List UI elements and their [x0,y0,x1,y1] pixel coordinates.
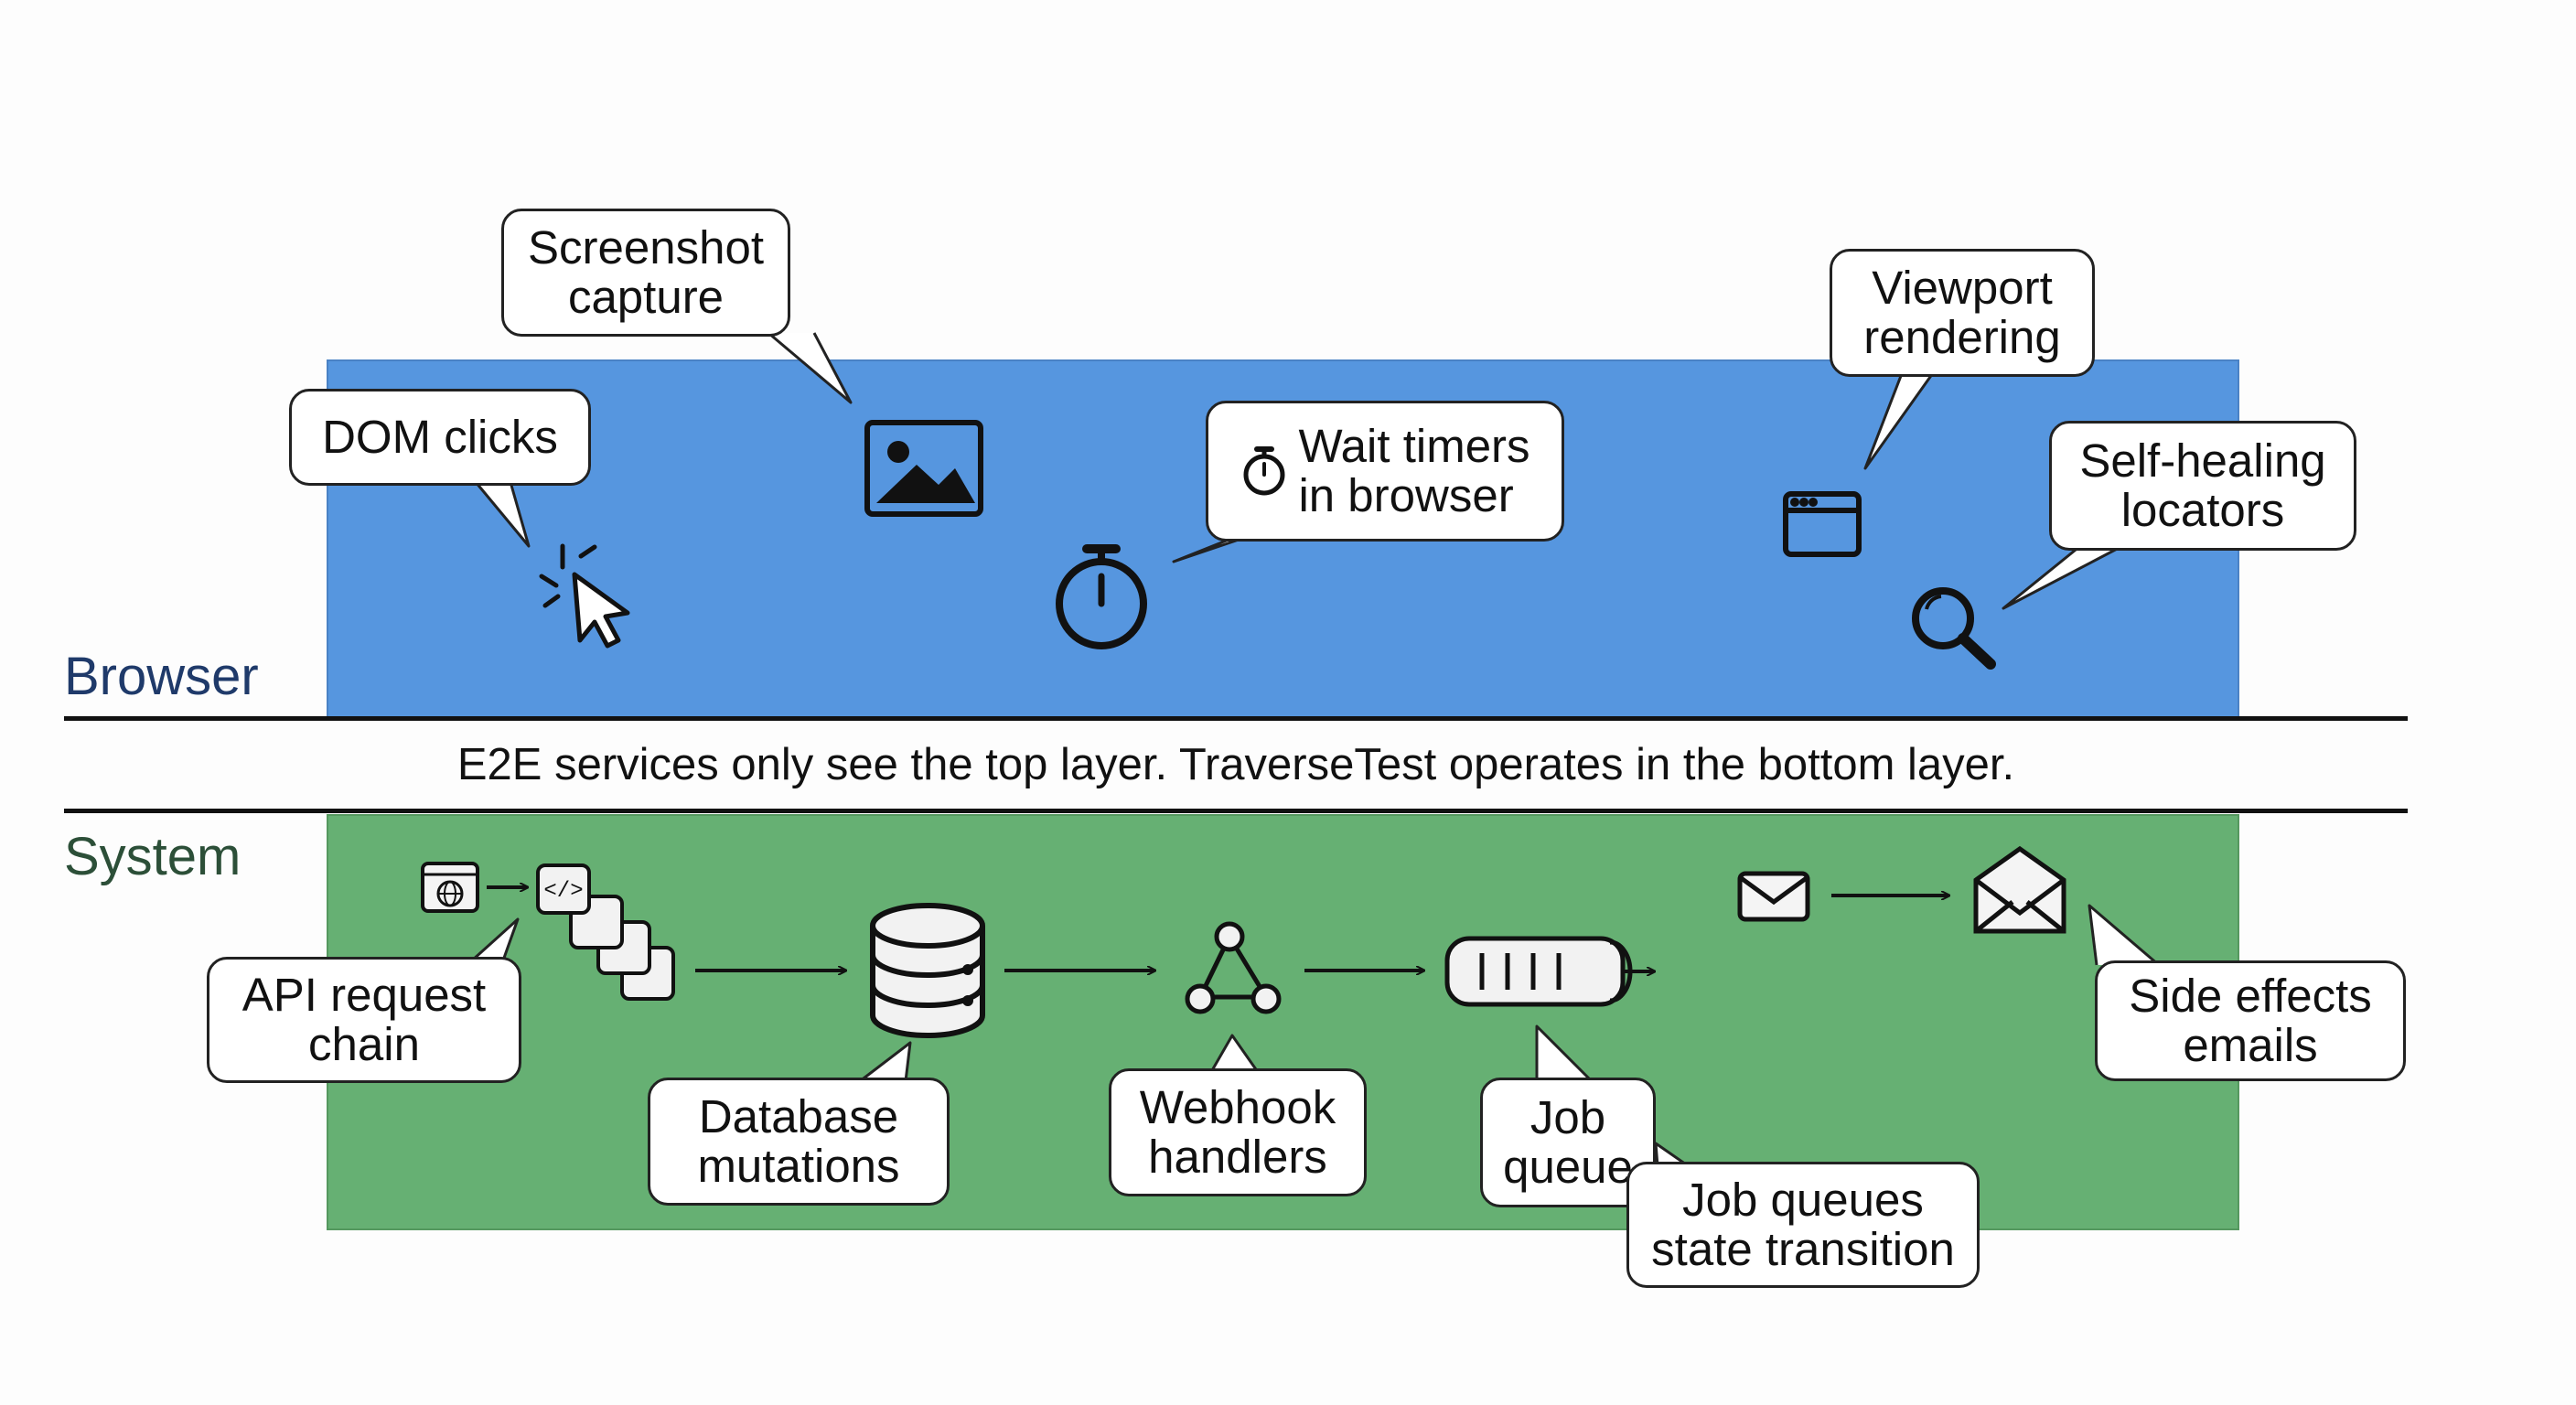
webhook-handlers-pointer [1209,1034,1260,1073]
database-mutations-pointer [859,1041,912,1083]
api-request-pointer [470,917,520,962]
cursor-click-icon [539,543,630,649]
divider-top-rule [64,716,2408,721]
wait-timers-pointer [1172,536,1245,563]
dom-clicks-pointer [474,481,531,548]
callout-pointers [470,331,2160,1168]
browser-window-icon [1783,491,1862,557]
screenshot-capture-label: Screenshot capture [528,221,764,323]
job-queues-state-transition-label: Job queues state transition [1651,1174,1955,1275]
browser-layer-label: Browser [64,647,259,706]
api-request-chain-callout: API request chain [207,957,521,1083]
magnifier-icon [1912,587,1996,670]
database-icon [870,903,985,1038]
self-healing-locators-label: Self-healing locators [2079,434,2326,536]
stopwatch-icon [1056,544,1147,649]
image-icon [864,420,983,517]
database-mutations-callout: Database mutations [648,1078,950,1206]
webhook-icon [1185,921,1282,1014]
side-effects-emails-label: Side effects emails [2129,970,2372,1071]
job-queue-pointer [1535,1024,1594,1083]
viewport-rendering-pointer [1863,363,1941,470]
viewport-rendering-label: Viewport rendering [1863,262,2061,363]
webhook-handlers-label: Webhook handlers [1139,1081,1336,1183]
svg-text:</>: </> [543,879,583,904]
self-healing-pointer [2002,544,2123,610]
self-healing-locators-callout: Self-healing locators [2049,421,2356,551]
job-queues-state-transition-callout: Job queues state transition [1626,1162,1980,1288]
envelope-icon [1737,871,1810,922]
screenshot-capture-pointer [767,331,853,404]
web-request-icon [421,862,479,913]
dom-clicks-callout: DOM clicks [289,389,591,486]
job-queue-label: Job queue [1503,1091,1633,1193]
queue-icon [1444,936,1654,1007]
side-effects-pointer [2088,904,2160,967]
divider-bottom-rule [64,809,2408,813]
viewport-rendering-callout: Viewport rendering [1830,249,2095,377]
dom-clicks-label: DOM clicks [322,411,558,463]
stopwatch-icon [1243,446,1285,496]
webhook-handlers-callout: Webhook handlers [1109,1068,1367,1196]
divider-caption: E2E services only see the top layer. Tra… [456,740,2015,789]
screenshot-capture-callout: Screenshot capture [501,209,790,337]
job-queues-state-pointer [1654,1142,1690,1168]
side-effects-emails-callout: Side effects emails [2095,960,2406,1081]
system-layer-label: System [64,827,242,886]
wait-timers-callout: Wait timers in browser [1206,401,1564,542]
open-envelope-icon [1973,845,2066,934]
database-mutations-label: Database mutations [697,1090,900,1192]
api-request-chain-label: API request chain [242,969,487,1070]
wait-timers-label: Wait timers in browser [1298,420,1530,521]
code-stack-icon: </> [536,863,675,1001]
